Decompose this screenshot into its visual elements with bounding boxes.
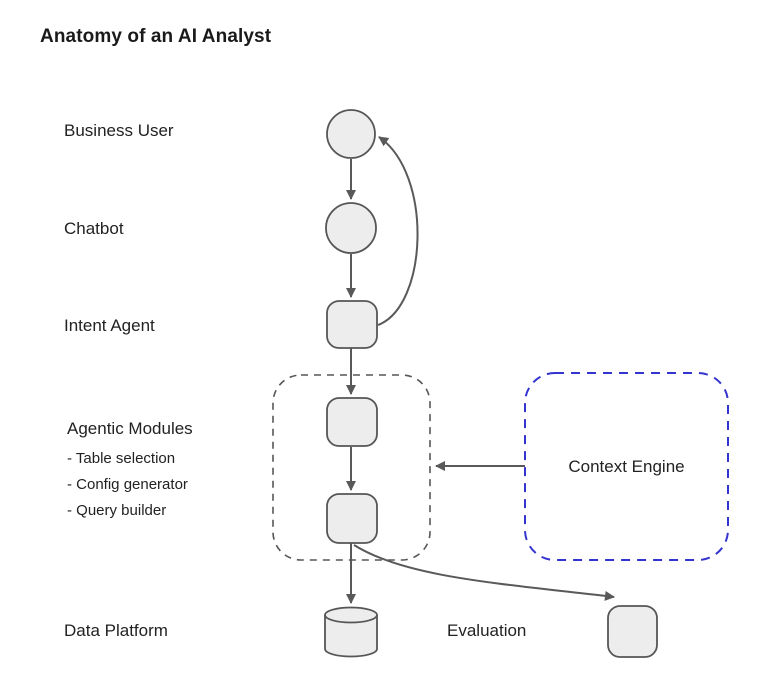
arrow-intent-agent-to-business-user (377, 136, 419, 326)
context-engine-box (524, 372, 729, 561)
business-user-node (326, 109, 376, 159)
evaluation-node (607, 605, 658, 658)
evaluation-label: Evaluation (447, 621, 527, 640)
page-title: Anatomy of an AI Analyst (40, 26, 272, 47)
agentic-module-1-node (326, 397, 378, 447)
arrow-module-2-to-evaluation (353, 544, 615, 601)
chatbot-node (325, 202, 377, 254)
intent-agent-label: Intent Agent (64, 316, 155, 335)
intent-agent-node (326, 300, 378, 349)
agentic-modules-list-item: - Config generator (67, 476, 188, 493)
agentic-modules-label: Agentic Modules (67, 419, 193, 438)
chatbot-label: Chatbot (64, 219, 124, 238)
business-user-label: Business User (64, 121, 174, 140)
agentic-module-2-node (326, 493, 378, 544)
data-platform-label: Data Platform (64, 621, 168, 640)
agentic-modules-list-item: - Query builder (67, 502, 167, 519)
data-platform-cylinder (324, 606, 378, 658)
agentic-modules-group-box (272, 374, 431, 561)
context-engine-label: Context Engine (568, 457, 685, 476)
agentic-modules-list-item: - Table selection (67, 450, 176, 467)
agentic-modules-list: - Table selection - Config generator - Q… (67, 446, 188, 524)
